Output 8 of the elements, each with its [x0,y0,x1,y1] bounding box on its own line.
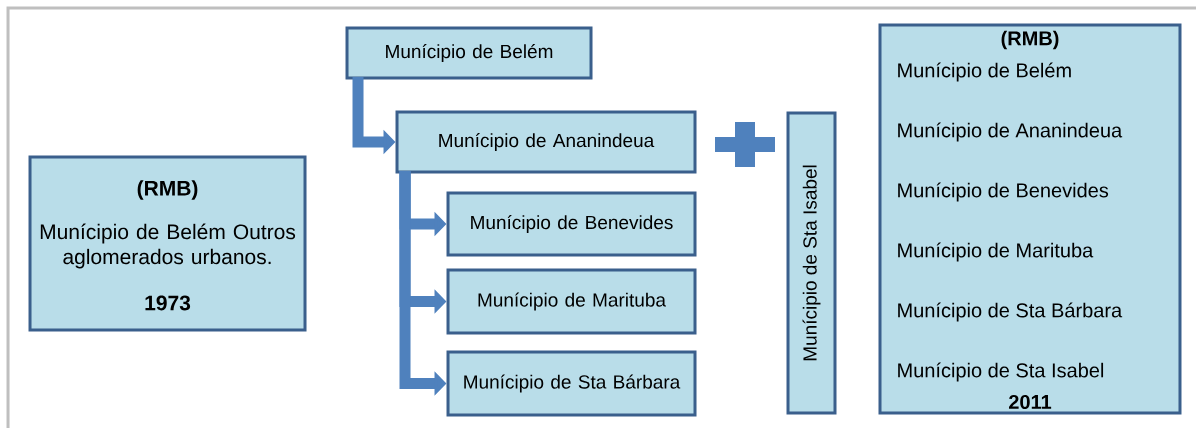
region-box: (RMB) Munícipio de Belém Munícipio de Ananindeua Munícipio de Benevides Munícipio de Marituba Munícipio de Sta Bárbara Munícipio de Sta Isabel 2011 [878,23,1182,415]
municipality-box: Munícipio de Sta Isabel [786,111,837,415]
municipality-box: Munícipio de Ananindeua [395,110,697,174]
region-box: (RMB) Munícipio de Belém Outros aglomerados urbanos. 1973 [28,155,307,332]
municipality-box: Munícipio de Sta Bárbara [446,350,697,417]
municipality-box: Munícipio de Marituba [446,268,697,335]
municipality-box: Munícipio de Benevides [446,191,697,257]
municipality-box: Munícipio de Belém [345,26,593,80]
